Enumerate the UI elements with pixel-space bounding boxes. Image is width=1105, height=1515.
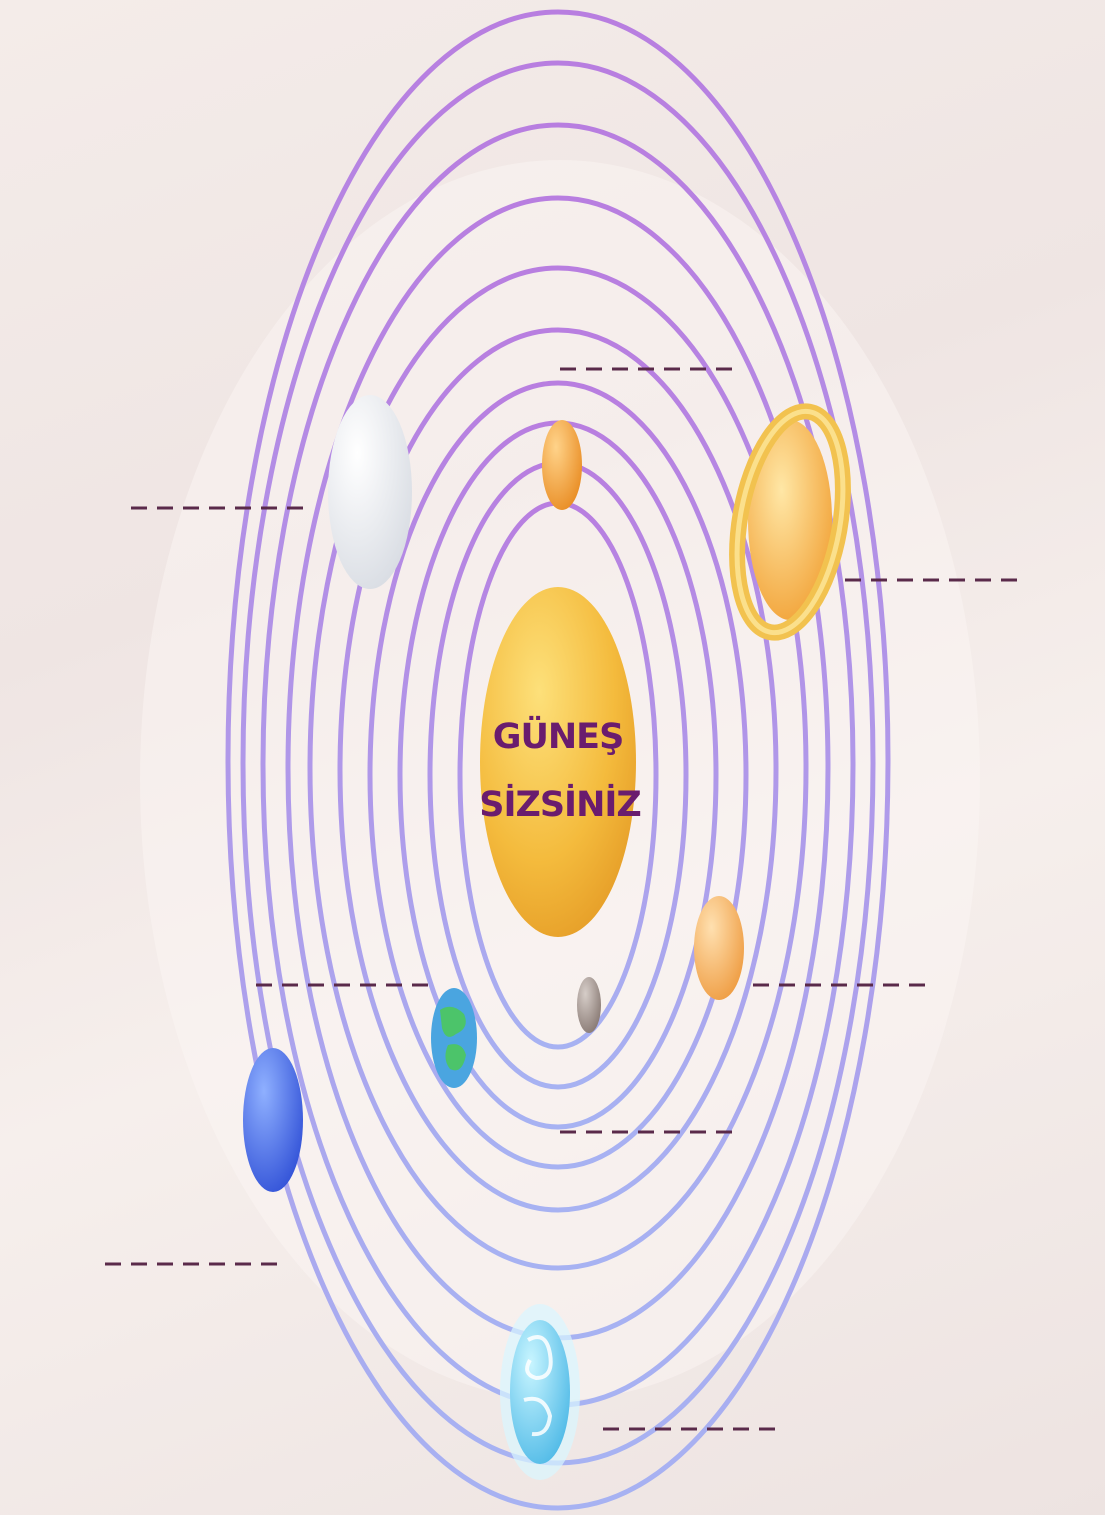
cyan-planet-swirl xyxy=(523,1335,553,1437)
orbit-6 xyxy=(307,265,809,1271)
blue-planet xyxy=(243,1048,303,1192)
peach-planet xyxy=(694,896,744,1000)
ringed-planet xyxy=(729,403,851,641)
ringed-planet-body xyxy=(748,420,832,620)
cyan-planet-body xyxy=(510,1320,570,1464)
ringed-planet-ring-inner xyxy=(734,408,846,636)
sun-body xyxy=(480,587,636,937)
sun: GÜNEŞ SİZSİNİZ xyxy=(479,587,642,937)
earth-planet xyxy=(431,988,477,1088)
gray-planet xyxy=(577,977,601,1033)
planets xyxy=(243,395,851,1480)
white-planet xyxy=(328,395,412,589)
small-orange-planet xyxy=(542,420,582,510)
cyan-planet xyxy=(500,1304,580,1480)
sun-label-line2: SİZSİNİZ xyxy=(479,783,641,825)
orbit-5 xyxy=(337,327,779,1213)
orbit-4 xyxy=(367,380,749,1170)
earth-planet-body xyxy=(431,988,477,1088)
orbit-10 xyxy=(225,9,891,1511)
answer-blanks xyxy=(105,367,1022,1431)
earth-land-shape xyxy=(440,1006,466,1071)
sun-label-line1: GÜNEŞ xyxy=(493,715,624,757)
